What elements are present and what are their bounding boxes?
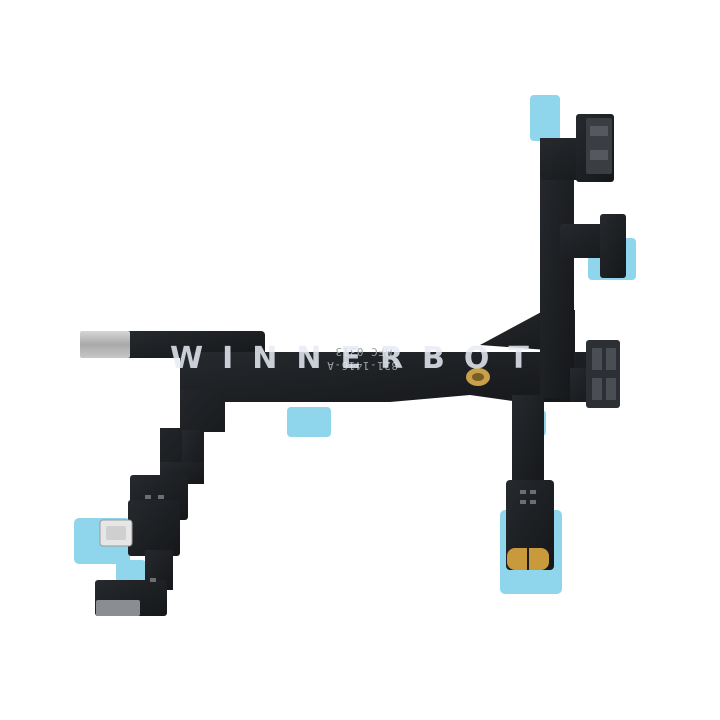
microphone-module [99,519,133,547]
gold-contacts [507,548,549,570]
switch-connectors [586,118,620,408]
watermark-text: WINNERBOT [170,341,548,376]
adhesive-pad-top [530,95,560,141]
adhesive-pad-left-bottom [116,560,146,584]
smd-components [145,490,536,582]
cable-batch-code: MFC 0313 [335,345,392,358]
center-component [466,368,490,386]
bottom-bracket [96,600,140,616]
cable-part-number: 821-1416-A [327,359,398,372]
metal-connector-plate [80,331,130,358]
cable-print-label: 821-1416-A MFC 0313 [327,345,398,372]
flex-cable-body [95,114,626,616]
adhesive-pad-center [287,407,331,437]
